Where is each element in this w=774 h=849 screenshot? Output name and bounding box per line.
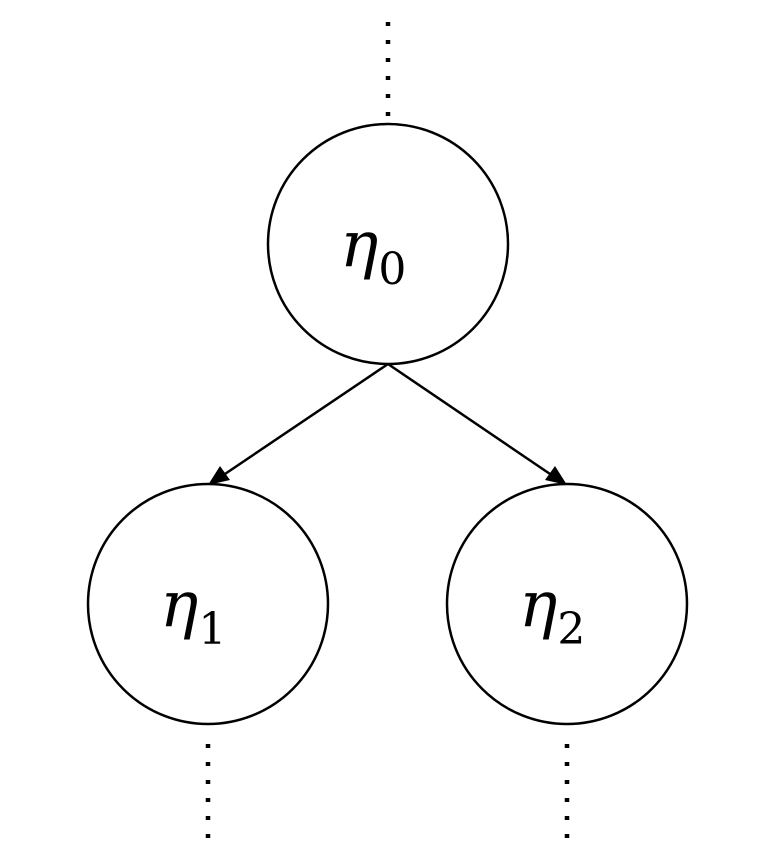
node-eta-0: η0 <box>266 122 510 366</box>
node-circle-right <box>445 482 689 726</box>
node-circle-left <box>86 482 330 726</box>
node-subscript-root: 0 <box>378 244 406 295</box>
node-label-root: η0 <box>340 208 406 295</box>
node-symbol-left: η <box>160 568 198 642</box>
node-symbol-root: η <box>340 208 378 282</box>
node-subscript-left: 1 <box>198 604 226 655</box>
node-subscript-right: 2 <box>557 604 585 655</box>
node-circle-root <box>266 122 510 366</box>
arrowhead-left <box>208 466 230 485</box>
edge-root-to-right <box>387 362 554 478</box>
node-eta-1: η1 <box>86 482 330 726</box>
node-label-right: η2 <box>519 568 585 655</box>
edge-root-to-left <box>221 362 389 478</box>
node-symbol-right: η <box>519 568 557 642</box>
arrowhead-right <box>545 466 567 485</box>
node-eta-2: η2 <box>445 482 689 726</box>
node-label-left: η1 <box>160 568 226 655</box>
